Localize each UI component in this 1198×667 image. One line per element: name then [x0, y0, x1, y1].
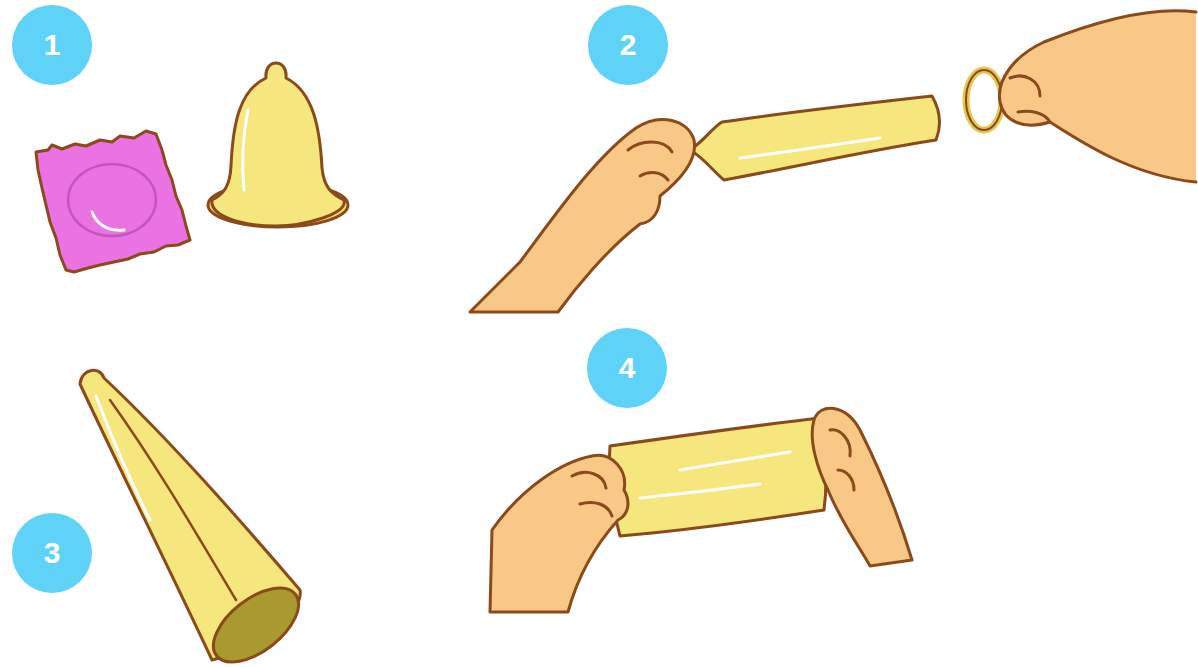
tube-highlight	[640, 452, 790, 498]
finger-lines	[628, 142, 672, 180]
step-number: 1	[44, 30, 61, 60]
finger-lines	[1010, 76, 1050, 122]
condom-ring-outline	[966, 70, 1002, 130]
right-hand	[812, 408, 912, 566]
step-number: 4	[619, 353, 636, 383]
condom-body	[212, 63, 344, 226]
condom-highlight	[243, 110, 248, 190]
step-number-circle: 4	[587, 328, 667, 408]
step-number-circle: 2	[588, 5, 668, 85]
step-number-circle: 3	[12, 513, 92, 593]
wrapper-ring-imprint	[68, 164, 156, 236]
condom-wrapper	[36, 131, 190, 272]
finger-lines	[572, 472, 612, 516]
condom-fold	[110, 400, 236, 600]
wrapper-highlight	[92, 212, 124, 230]
left-hand	[470, 119, 695, 312]
condom-highlight-3	[96, 396, 150, 520]
right-hand	[999, 11, 1196, 182]
left-hand	[490, 455, 628, 612]
step-number: 3	[44, 538, 61, 568]
condom-highlight-2	[740, 138, 880, 158]
condom-opening	[201, 574, 312, 667]
finger-lines	[830, 430, 854, 490]
stretched-tube	[609, 418, 826, 536]
step-number: 2	[620, 30, 637, 60]
stretched-condom	[690, 96, 939, 180]
step-number-circle: 1	[12, 5, 92, 85]
condom-ring	[966, 70, 1002, 130]
